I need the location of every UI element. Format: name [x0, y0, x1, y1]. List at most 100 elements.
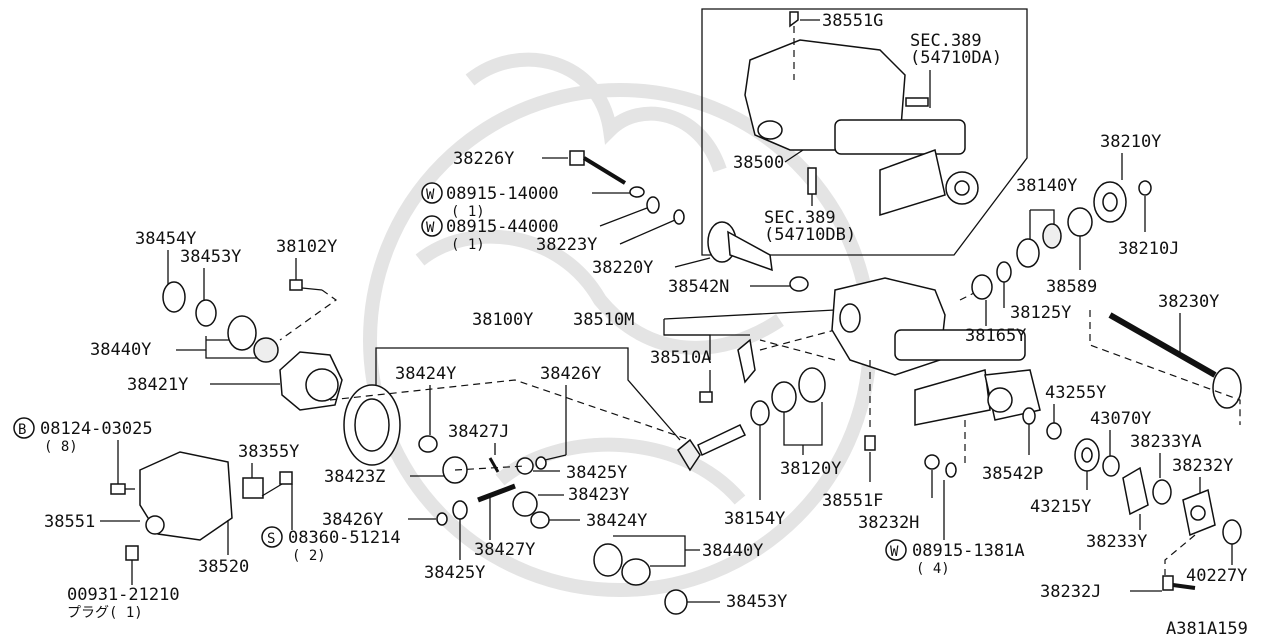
drive-pinion	[677, 424, 747, 472]
callout-38425Y-bottom: 38425Y	[424, 563, 485, 583]
callout-38520: 38520	[198, 557, 249, 577]
callout-08915-14000: 08915-14000	[446, 184, 559, 204]
differential-case	[279, 351, 343, 411]
bolt-icon	[905, 97, 929, 107]
companion-flange	[707, 221, 773, 272]
callout-sec389-top: SEC.389	[910, 31, 982, 51]
callout-38220Y: 38220Y	[592, 258, 653, 278]
callout-38230Y: 38230Y	[1158, 292, 1219, 312]
svg-text:( 1): ( 1)	[451, 204, 485, 220]
callout-38154Y: 38154Y	[724, 509, 785, 529]
callout-38510M: 38510M	[573, 310, 634, 330]
svg-text:S: S	[267, 531, 275, 547]
callout-38500: 38500	[733, 153, 784, 173]
svg-text:W: W	[426, 187, 435, 203]
callout-38120Y: 38120Y	[780, 459, 841, 479]
callout-43070Y: 43070Y	[1090, 409, 1151, 429]
svg-text:B: B	[18, 422, 26, 438]
cover-plate-38355Y	[242, 477, 264, 499]
bearing-retainer-38232Y	[1182, 488, 1216, 537]
callout-38226Y: 38226Y	[453, 149, 514, 169]
callout-38423Y: 38423Y	[568, 485, 629, 505]
rear-cover	[139, 451, 264, 541]
callout-38440Y-bottom: 38440Y	[702, 541, 763, 561]
oil-channel-38510A	[737, 338, 756, 384]
callout-08915-44000: 08915-44000	[446, 217, 559, 237]
callout-38453Y-left: 38453Y	[180, 247, 241, 267]
callout-38223Y: 38223Y	[536, 235, 597, 255]
callout-38233YA: 38233YA	[1130, 432, 1202, 452]
callout-38551G: 38551G	[822, 11, 883, 31]
callout-38100Y: 38100Y	[472, 310, 533, 330]
callout-38426Y-bottom: 38426Y	[322, 510, 383, 530]
callout-43255Y: 43255Y	[1045, 383, 1106, 403]
callout-38551: 38551	[44, 512, 95, 532]
bolt-icon	[1162, 575, 1174, 591]
axle-housing	[831, 277, 1041, 426]
svg-text:( 1): ( 1)	[451, 237, 485, 253]
callout-43215Y: 43215Y	[1030, 497, 1091, 517]
callout-38210Y: 38210Y	[1100, 132, 1161, 152]
callout-sec389-bottom-num: (54710DB)	[764, 225, 856, 245]
callout-38425Y-right: 38425Y	[566, 463, 627, 483]
callout-38427Y: 38427Y	[474, 540, 535, 560]
callout-38551F: 38551F	[822, 491, 883, 511]
callout-38454Y: 38454Y	[135, 229, 196, 249]
svg-text:( 8): ( 8)	[44, 439, 78, 455]
callout-38426Y-top: 38426Y	[540, 364, 601, 384]
callout-38542P: 38542P	[982, 464, 1043, 484]
drain-plug-icon	[125, 545, 139, 561]
pinion-bearing	[593, 543, 651, 586]
callout-38423Z: 38423Z	[324, 467, 385, 487]
callout-40227Y: 40227Y	[1186, 566, 1247, 586]
callout-38510A: 38510A	[650, 348, 711, 368]
callout-08360-51214: 08360-51214	[288, 528, 401, 548]
axle-shaft	[1108, 312, 1242, 409]
washer-mark-icon	[421, 182, 443, 204]
callout-08915-1381A: 08915-1381A	[912, 541, 1025, 561]
flange-38210Y	[1093, 181, 1127, 223]
washer-mark-icon	[885, 539, 907, 561]
callout-38424Y-top: 38424Y	[395, 364, 456, 384]
callout-38125Y: 38125Y	[1010, 303, 1071, 323]
svg-text:( 2): ( 2)	[292, 548, 326, 564]
callout-sec389-bottom: SEC.389	[764, 208, 836, 228]
washer-mark-icon	[421, 215, 443, 237]
inset-frame	[701, 8, 1028, 256]
callout-38165Y: 38165Y	[965, 326, 1026, 346]
diagram-code: A381A159	[1166, 619, 1248, 638]
callout-38589: 38589	[1046, 277, 1097, 297]
callout-sec389-top-num: (54710DA)	[910, 48, 1002, 68]
svg-text:W: W	[426, 220, 435, 236]
callout-38233Y: 38233Y	[1086, 532, 1147, 552]
breather-icon	[864, 435, 876, 451]
wheel-bearing-43215Y	[1074, 438, 1100, 472]
bolt-mark-icon	[13, 417, 35, 439]
callout-38232H: 38232H	[858, 513, 919, 533]
ring-gear	[343, 384, 401, 466]
callout-38355Y: 38355Y	[238, 442, 299, 462]
callout-38102Y: 38102Y	[276, 237, 337, 257]
callout-38427J: 38427J	[448, 422, 509, 442]
callout-38232J: 38232J	[1040, 582, 1101, 602]
callout-00931-21210: 00931-21210	[67, 585, 180, 605]
callout-38453Y-bottom: 38453Y	[726, 592, 787, 612]
callout-38542N: 38542N	[668, 277, 729, 297]
callout-38232Y: 38232Y	[1172, 456, 1233, 476]
callout-plug-qty: プラグ( 1)	[67, 605, 143, 621]
oil-seal-38589	[1067, 207, 1093, 237]
screw-mark-icon	[261, 526, 283, 548]
callout-38210J: 38210J	[1118, 239, 1179, 259]
svg-text:W: W	[890, 544, 899, 560]
callout-38440Y-left: 38440Y	[90, 340, 151, 360]
bolt-icon	[807, 167, 817, 195]
assembled-axle-housing	[744, 11, 979, 217]
callout-08124-03025: 08124-03025	[40, 419, 153, 439]
svg-text:( 4): ( 4)	[916, 561, 950, 577]
gasket-38233Y	[1122, 466, 1149, 516]
side-bearing	[771, 367, 826, 413]
callout-38424Y-bottom: 38424Y	[586, 511, 647, 531]
callout-38421Y: 38421Y	[127, 375, 188, 395]
